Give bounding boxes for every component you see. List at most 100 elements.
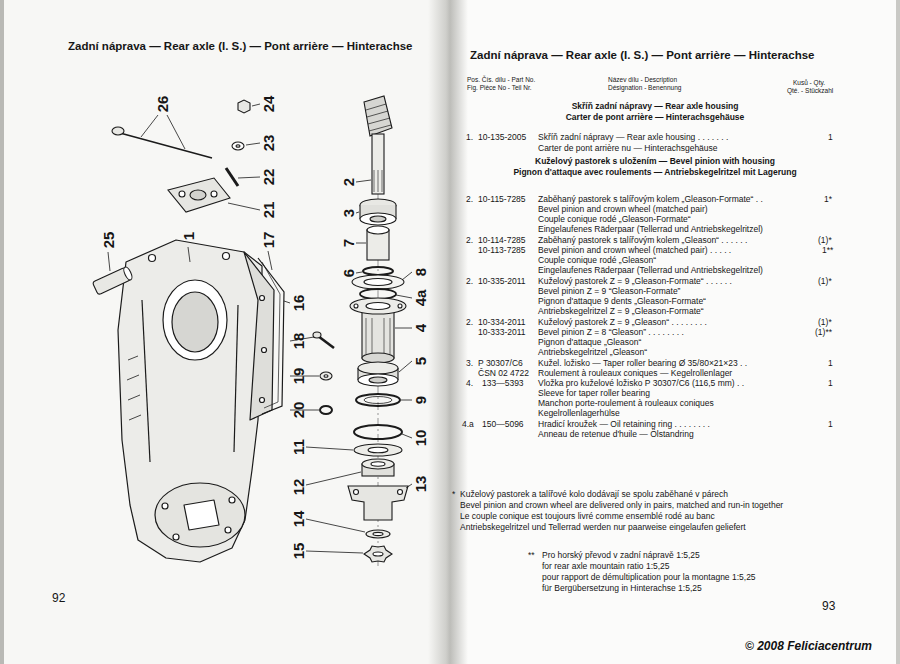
callout-number: 1 bbox=[181, 232, 196, 240]
quantity: (1)* bbox=[818, 277, 832, 286]
callout-number: 18 bbox=[291, 333, 306, 350]
small-parts bbox=[320, 406, 332, 414]
axle-housing bbox=[260, 398, 265, 403]
part-number: 10-115-7285 bbox=[478, 195, 526, 204]
pinion-stack bbox=[367, 226, 389, 234]
section-heading: Skříň zadní nápravy — Rear axle housing bbox=[572, 102, 739, 111]
part-number: 10-333-2011 bbox=[478, 328, 526, 337]
leader-line bbox=[406, 484, 412, 488]
part-number: 10-113-7285 bbox=[478, 246, 526, 255]
callout-number: 10 bbox=[413, 430, 428, 447]
leader-line bbox=[401, 400, 412, 401]
pinion-stack bbox=[373, 552, 383, 556]
leader-line bbox=[356, 243, 366, 244]
column-header: Kusů - Qty. bbox=[793, 80, 825, 87]
pinion-stack bbox=[366, 303, 390, 310]
callout-number: 3 bbox=[341, 209, 356, 217]
column-header: Désignation - Benennung bbox=[608, 85, 681, 92]
leader-line bbox=[402, 272, 412, 280]
quantity: 1 bbox=[828, 420, 833, 429]
cover-parts bbox=[211, 191, 217, 197]
callout-number: 24 bbox=[261, 96, 276, 113]
leader-line bbox=[228, 203, 260, 210]
part-number: ČSN 02 4722 bbox=[478, 369, 529, 378]
part-number: 10-335-2011 bbox=[478, 277, 526, 286]
pinion-stack bbox=[348, 486, 408, 520]
leader-line bbox=[396, 295, 412, 298]
part-number: 10-114-7285 bbox=[478, 236, 526, 245]
axle-housing bbox=[234, 305, 238, 452]
callout-number: 22 bbox=[261, 169, 276, 186]
pinion-stack bbox=[370, 216, 386, 222]
part-description: Zaběhaný pastorek s talířovým kolem „Gle… bbox=[538, 195, 763, 204]
part-number: 150—5096 bbox=[482, 420, 524, 429]
pinion-stack bbox=[374, 170, 382, 192]
part-description: Couple conique rodé „Gleason“ bbox=[538, 256, 656, 265]
position-number: 3. bbox=[466, 359, 473, 368]
position-number: 2. bbox=[466, 277, 473, 286]
axle-housing bbox=[262, 348, 267, 353]
pinion-stack bbox=[364, 279, 392, 286]
cover-parts bbox=[168, 100, 250, 212]
callout-number: 12 bbox=[291, 479, 306, 496]
axle-housing bbox=[260, 296, 265, 301]
axle-housing bbox=[163, 280, 227, 360]
callout-number: 13 bbox=[413, 476, 428, 493]
axle-housing bbox=[149, 255, 156, 262]
part-description: Eingelaufenes Räderpaar (Tellerrad und A… bbox=[538, 266, 763, 275]
axle-housing bbox=[142, 300, 150, 462]
leader-line bbox=[306, 472, 361, 485]
callout-number: 6 bbox=[341, 269, 356, 277]
leader-line bbox=[356, 212, 359, 213]
part-description: Kegelrollenlagerhülse bbox=[538, 409, 620, 418]
part-description: Bevel pinion and crown wheel (matched pa… bbox=[538, 246, 731, 255]
axle-housing bbox=[173, 534, 179, 540]
leader-line bbox=[306, 519, 365, 532]
quantity: (1)* bbox=[818, 318, 832, 327]
axle-housing bbox=[184, 500, 219, 530]
callout-number: 19 bbox=[291, 368, 306, 385]
callout-number: 4 bbox=[413, 324, 428, 332]
part-description: Skříň zadní nápravy — Rear axle housing … bbox=[538, 133, 728, 142]
breather-tube bbox=[92, 266, 133, 295]
leader-line bbox=[141, 115, 158, 137]
column-header: Pos. Čís. dílu - Part No. bbox=[467, 77, 535, 84]
pinion-stack bbox=[348, 96, 408, 562]
part-description: Sleeve for taper roller bearing bbox=[538, 389, 650, 398]
callout-number: 23 bbox=[261, 135, 276, 152]
position-number: 1. bbox=[466, 133, 473, 142]
callout-number: 20 bbox=[291, 402, 306, 419]
footnote: für Bergübersetzung in Hinterachse 1:5,2… bbox=[542, 584, 702, 593]
part-description: Couple conique rodé „Gleason-Formate“ bbox=[538, 215, 691, 224]
housing-gasket bbox=[258, 258, 284, 414]
callout-number: 9 bbox=[413, 396, 428, 404]
part-description: Bevel pinion Z = 8 “Gleason” . . . . . .… bbox=[538, 328, 684, 337]
axle-housing bbox=[223, 253, 230, 260]
footnote: Bevel pinion and crown wheel are deliver… bbox=[460, 501, 783, 510]
pinion-stack bbox=[366, 318, 390, 356]
leader-line bbox=[188, 247, 190, 262]
leader-line bbox=[108, 252, 110, 271]
leader-line bbox=[108, 104, 412, 553]
pinion-stack bbox=[354, 425, 402, 439]
part-description: Antriebskegelritzel „Gleason“ bbox=[538, 348, 647, 357]
paper bbox=[4, 0, 448, 664]
paper bbox=[448, 0, 896, 664]
callout-number: 11 bbox=[291, 439, 306, 455]
breather-tube bbox=[92, 266, 133, 295]
housing-gasket bbox=[258, 258, 284, 414]
paper bbox=[0, 0, 4, 664]
leader-line bbox=[238, 177, 260, 178]
pinion-stack bbox=[350, 298, 406, 314]
leader-line bbox=[246, 143, 260, 145]
leader-line bbox=[356, 272, 362, 273]
part-description: Anneau de retenue d'huile — Ölstandring bbox=[538, 430, 694, 439]
footnote: ** bbox=[528, 551, 535, 560]
part-description: Bevel pinion and crown wheel (matched pa… bbox=[538, 205, 708, 214]
position-number: 2. bbox=[466, 195, 473, 204]
footnote: pour rapport de démultiplication pour la… bbox=[542, 573, 756, 582]
quantity: 1* bbox=[824, 195, 832, 204]
